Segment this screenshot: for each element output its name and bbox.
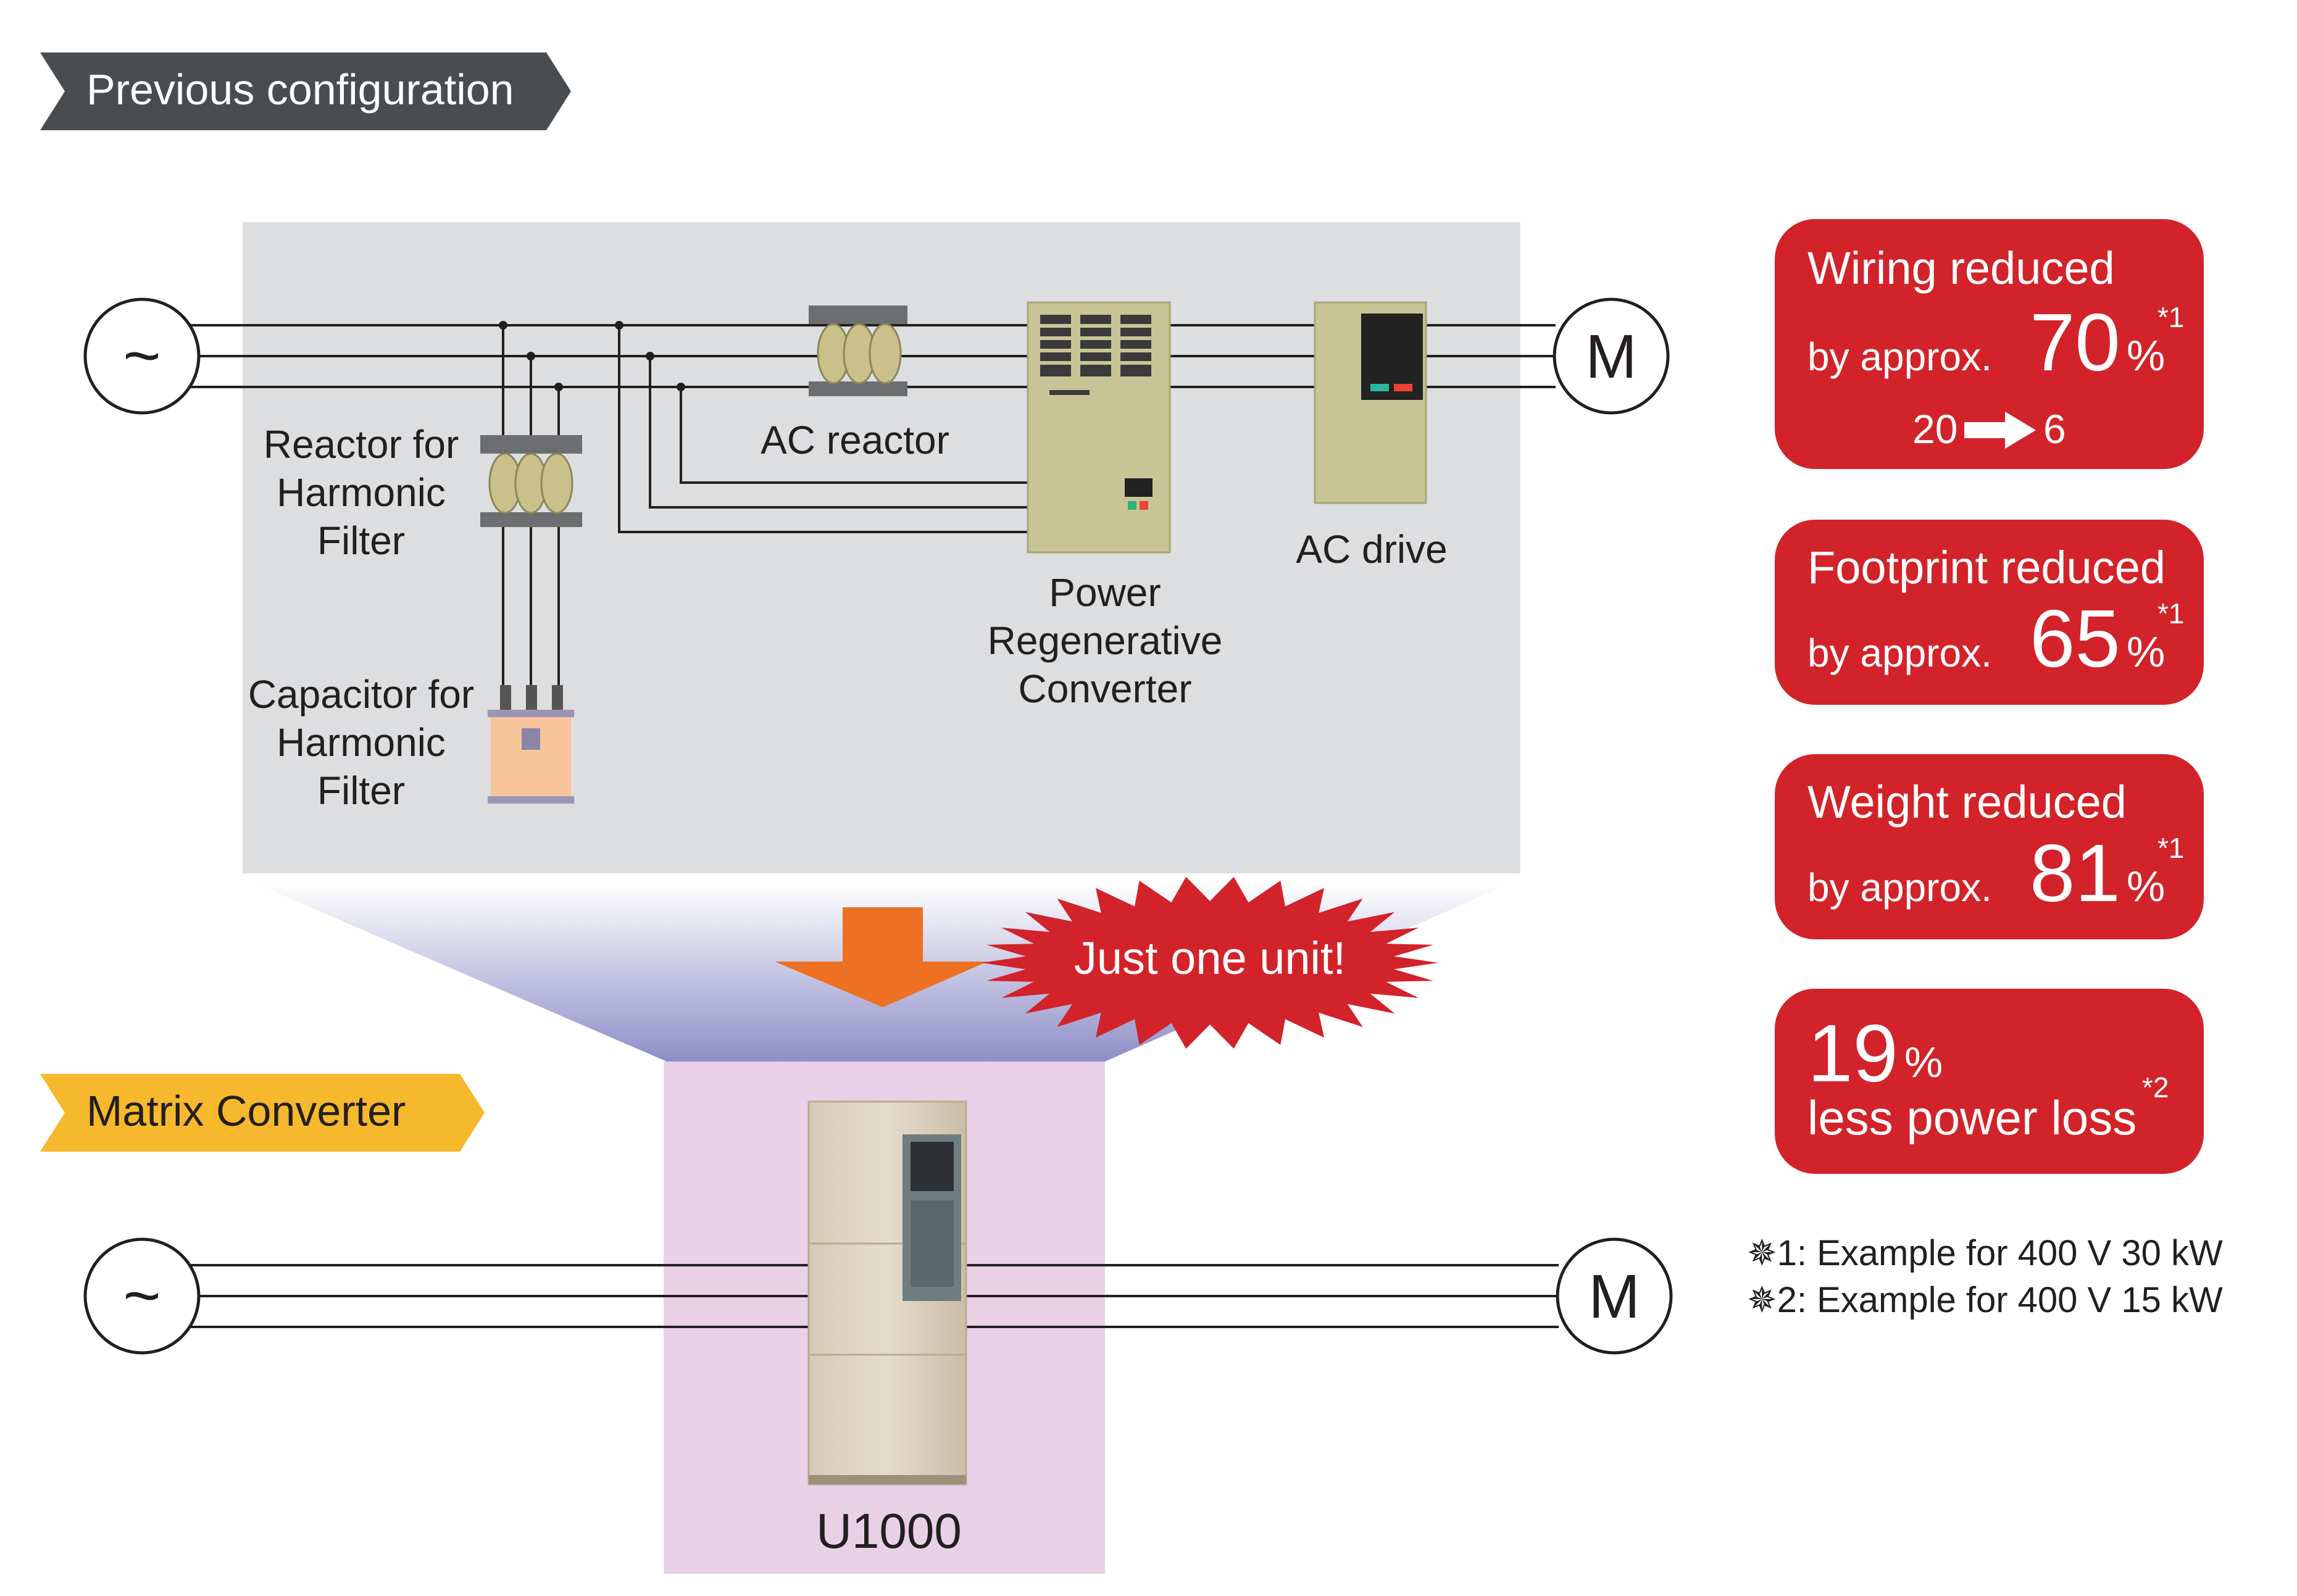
motor-matrix: M — [1556, 1237, 1673, 1355]
just-one-unit-burst — [982, 876, 1438, 1049]
section-title-previous: Previous configuration — [86, 65, 514, 114]
footprint-unit: % — [2127, 628, 2165, 676]
arrow-right-icon — [1964, 412, 2036, 449]
power-regen-converter-label: Power Regenerative Converter — [988, 570, 1223, 711]
weight-prefix: by approx. — [1807, 865, 1992, 910]
weight-value: 81 — [2030, 828, 2120, 918]
footprint-prefix: by approx. — [1807, 631, 1992, 675]
svg-text:Power: Power — [1049, 570, 1161, 615]
footprint-headline: Footprint reduced — [1807, 542, 2166, 593]
just-one-unit-text: Just one unit! — [1074, 933, 1346, 984]
loss-headline: less power loss — [1807, 1091, 2137, 1145]
wiring-headline: Wiring reduced — [1807, 243, 2115, 294]
svg-text:Converter: Converter — [1019, 667, 1192, 711]
benefit-card-power-loss: 19 % *2 less power loss — [1775, 989, 2204, 1174]
svg-text:Filter: Filter — [317, 518, 405, 563]
ac-source-previous: ~ — [83, 297, 201, 415]
benefit-card-wiring: Wiring reduced by approx. 70 % *1 20 6 — [1775, 219, 2204, 469]
u1000-unit-icon — [807, 1100, 967, 1486]
footprint-value: 65 — [2030, 593, 2120, 684]
wiring-unit: % — [2127, 331, 2165, 380]
loss-footnote-ref: *2 — [2142, 1071, 2169, 1103]
footprint-footnote-ref: *1 — [2157, 597, 2184, 630]
power-regen-converter-icon — [1027, 301, 1171, 554]
ac-reactor-label: AC reactor — [761, 418, 949, 462]
loss-unit: % — [1904, 1038, 1943, 1086]
wiring-count-to: 6 — [2043, 406, 2066, 452]
u1000-label: U1000 — [816, 1503, 962, 1558]
wiring-value: 70 — [2030, 297, 2120, 388]
benefit-card-footprint: Footprint reduced by approx. 65 % *1 — [1775, 520, 2204, 705]
conversion-arrow — [775, 907, 988, 1007]
ac-drive-icon — [1314, 301, 1427, 504]
svg-text:Capacitor for: Capacitor for — [248, 672, 474, 717]
ac-drive-label: AC drive — [1296, 527, 1447, 571]
wiring-prefix: by approx. — [1807, 335, 1992, 379]
weight-unit: % — [2127, 862, 2165, 910]
ac-reactor-icon — [809, 305, 907, 396]
filter-reactor-icon — [480, 435, 582, 527]
svg-text:Reactor for: Reactor for — [264, 422, 459, 467]
footnote-1: ✵1: Example for 400 V 30 kW — [1747, 1233, 2223, 1273]
benefit-card-weight: Weight reduced by approx. 81 % *1 — [1775, 754, 2204, 939]
filter-capacitor-icon — [488, 685, 574, 804]
svg-text:Regenerative: Regenerative — [988, 618, 1223, 663]
motor-previous: M — [1553, 297, 1670, 415]
ac-source-matrix: ~ — [83, 1237, 201, 1355]
svg-text:Filter: Filter — [317, 768, 405, 813]
motor-symbol: M — [1585, 322, 1636, 391]
filter-reactor-label: Reactor for Harmonic Filter — [264, 422, 459, 563]
footnote-2: ✵2: Example for 400 V 15 kW — [1747, 1280, 2223, 1320]
matrix-wiring — [185, 1264, 1559, 1328]
filter-capacitor-label: Capacitor for Harmonic Filter — [248, 672, 474, 813]
svg-text:Harmonic: Harmonic — [277, 470, 446, 515]
motor-symbol: M — [1588, 1262, 1640, 1331]
wiring-junctions — [499, 321, 685, 391]
loss-value: 19 — [1807, 1008, 1898, 1099]
source-symbol: ~ — [123, 320, 160, 392]
section-tag-matrix: Matrix Converter — [40, 1074, 485, 1152]
svg-text:Harmonic: Harmonic — [277, 720, 446, 765]
source-symbol: ~ — [123, 1260, 160, 1332]
weight-footnote-ref: *1 — [2157, 832, 2184, 864]
weight-headline: Weight reduced — [1807, 776, 2127, 828]
section-title-matrix: Matrix Converter — [86, 1087, 406, 1135]
section-tag-previous: Previous configuration — [40, 52, 571, 130]
wiring-footnote-ref: *1 — [2157, 301, 2184, 333]
wiring-count-from: 20 — [1912, 406, 1957, 452]
